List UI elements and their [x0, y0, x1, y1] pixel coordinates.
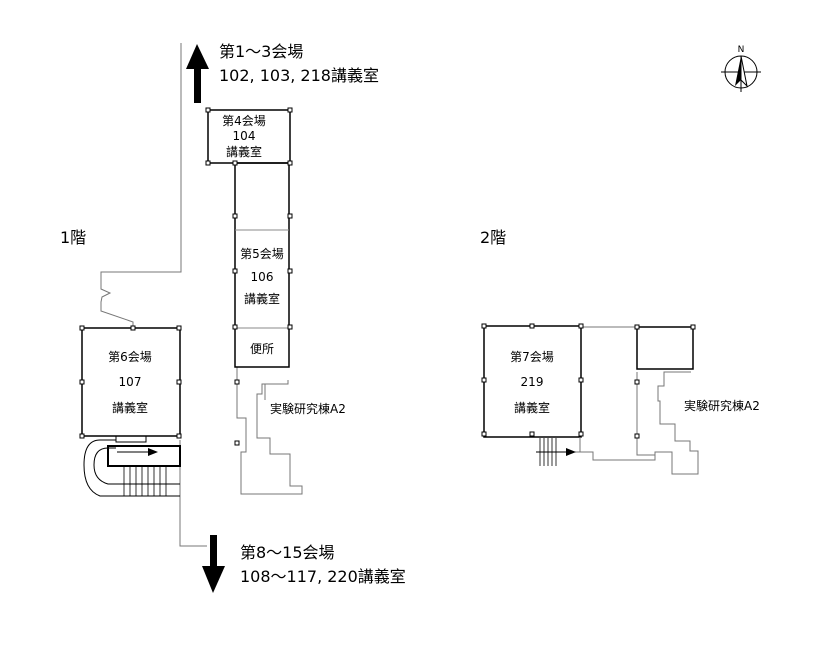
corridor-lines — [100, 43, 303, 547]
room5-type: 講義室 — [244, 291, 280, 306]
room4-number: 104 — [233, 129, 256, 143]
room7-venue: 第7会場 — [510, 350, 554, 364]
room7-type: 講義室 — [514, 400, 550, 415]
room7-number: 219 — [521, 375, 544, 389]
room-5-wing — [234, 162, 290, 368]
room6-type: 講義室 — [112, 400, 148, 415]
south-direction-line1: 第8～15会場 — [240, 543, 335, 562]
north-arrow-icon: N — [721, 45, 761, 92]
pillars-floor2 — [481, 323, 696, 439]
pillars-floor1 — [79, 107, 293, 446]
floor1-map: 第1～3会場 102, 103, 218講義室 第4会場 104 講義室 第5会… — [60, 42, 406, 593]
room-6-107: 第6会場 107 講義室 — [81, 327, 181, 437]
room4-venue: 第4会場 — [222, 114, 266, 128]
building-a2-floor2: 実験研究棟A2 — [684, 398, 760, 413]
room6-number: 107 — [119, 375, 142, 389]
room6-venue: 第6会場 — [108, 350, 152, 364]
room4-type: 講義室 — [226, 144, 262, 159]
floor2-label: 2階 — [480, 228, 506, 247]
room-7-219: 第7会場 219 講義室 — [483, 325, 582, 438]
north-direction-line2: 102, 103, 218講義室 — [219, 66, 379, 85]
compass-label: N — [738, 45, 745, 55]
annex-room — [636, 326, 694, 370]
staircase-floor1 — [83, 435, 181, 497]
staircase-floor2 — [536, 438, 576, 466]
north-direction-line1: 第1～3会場 — [219, 42, 303, 61]
corridor-lines-floor2 — [568, 326, 699, 475]
south-direction-arrow-icon — [202, 535, 225, 593]
room5-venue: 第5会場 — [240, 247, 284, 261]
floor1-label: 1階 — [60, 228, 86, 247]
south-direction-line2: 108～117, 220講義室 — [240, 567, 406, 586]
floor2-map: 2階 第7会場 219 講義室 — [480, 228, 760, 475]
room5-number: 106 — [251, 270, 274, 284]
building-a2-floor1: 実験研究棟A2 — [270, 401, 346, 416]
room-4-104: 第4会場 104 講義室 — [207, 109, 291, 164]
north-direction-arrow-icon — [186, 44, 209, 103]
toilet-label: 便所 — [250, 342, 274, 356]
